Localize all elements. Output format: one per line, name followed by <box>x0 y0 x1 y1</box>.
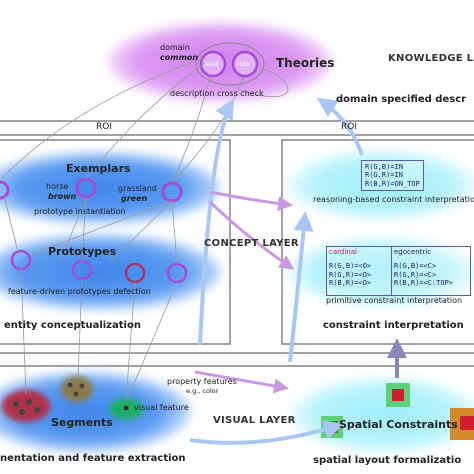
flow-arrows-blue <box>189 97 364 445</box>
egocentric-line-2: R(G,R)=<C> <box>394 270 437 279</box>
visual-feature-label: visual feature <box>134 403 189 412</box>
entity-conceptualization-label: entity conceptualization <box>4 320 141 331</box>
segment-red <box>2 390 50 422</box>
roi-band-bottom <box>0 352 474 367</box>
ride-label: ride <box>237 60 250 68</box>
brown-label: brown <box>48 192 77 201</box>
theory-group-outline <box>195 42 265 86</box>
reasoning-blob <box>287 150 474 220</box>
horse-label: horse <box>46 182 69 191</box>
spatial-blob <box>290 377 474 453</box>
concept-layer-label: CONCEPT LAYER <box>204 238 299 249</box>
property-features-label: property features <box>167 377 237 386</box>
reasoning-label: reasoning-based constraint interpretatio <box>313 195 474 204</box>
common-label: common <box>160 53 199 62</box>
theories-title: Theories <box>276 56 335 70</box>
egocentric-box: egocentric R(G,B)=<C> R(G,R)=<C> R(B,R)=… <box>391 246 471 296</box>
cardinal-title: cardinal <box>329 248 357 256</box>
egocentric-line-1: R(G,B)=<C> <box>394 262 437 271</box>
detection-label: feature-driven prototypes defection <box>8 287 151 296</box>
feature-extraction-label: nentation and feature extraction <box>0 453 186 464</box>
theories-blob <box>108 22 332 102</box>
cardinal-line-1: R(G,B)=<O> <box>329 262 372 271</box>
segment-brown <box>61 376 93 402</box>
cardinal-line-2: R(G,R)=<O> <box>329 270 372 279</box>
prototypes-blob <box>0 234 220 310</box>
roi-left-label: ROI <box>96 122 112 132</box>
spatial-constraints-title: Spatial Constraints <box>339 418 458 431</box>
visual-layer-label: VISUAL LAYER <box>213 415 296 426</box>
feed-label: feed <box>204 60 219 68</box>
roi-band-top <box>0 120 474 136</box>
exemplar-ring-partial <box>0 180 10 200</box>
instantiation-label: prototype instantiation <box>34 207 126 216</box>
cross-check-label: description cross check <box>170 89 264 98</box>
green-label: green <box>121 194 148 203</box>
eg-color-label: e.g., color <box>186 387 219 395</box>
exemplars-blob <box>0 152 220 224</box>
segments-title: Segments <box>51 416 113 429</box>
constraint-icon-2 <box>386 383 410 407</box>
reasoning-line-3: R(B,R)=ON_TOP <box>365 179 420 188</box>
reasoning-box: R(G,B)=IN R(G,R)=IN R(B,R)=ON_TOP <box>361 160 424 192</box>
flow-arrows-purple <box>194 190 295 394</box>
ride-circle <box>231 50 259 78</box>
egocentric-line-3: R(B,R)=<C:TOP> <box>394 279 454 288</box>
cardinal-box: cardinal R(G,B)=<O> R(G,R)=<O> R(B,R)=<O… <box>326 246 392 296</box>
constraint-icon-3 <box>450 408 474 440</box>
domain-desc-label: domain specified descr <box>336 94 467 105</box>
segment-brown-dots <box>67 382 85 397</box>
prototypes-title: Prototypes <box>48 245 117 258</box>
grassland-label: grassland <box>118 184 157 193</box>
egocentric-title: egocentric <box>394 248 432 256</box>
primitive-label: primitive constraint interpretation <box>326 296 463 305</box>
spatial-layout-label: spatial layout formalizatio <box>313 455 462 466</box>
concept-box-right <box>281 139 474 345</box>
reasoning-line-2: R(G,R)=IN <box>365 171 403 180</box>
segment-red-dots <box>13 399 40 415</box>
primitive-blob <box>287 237 474 307</box>
segment-green-dot <box>123 405 129 411</box>
segments-blob <box>0 372 190 452</box>
reasoning-line-1: R(G,B)=IN <box>365 163 403 171</box>
constraint-interpretation-label: constraint interpretation <box>323 320 464 331</box>
domain-label: domain <box>160 43 190 52</box>
exemplars-title: Exemplars <box>66 162 131 175</box>
feed-circle <box>199 50 227 78</box>
roi-right-label: ROI <box>341 122 357 132</box>
connector-lines <box>1 57 289 401</box>
concept-box-left <box>0 139 231 345</box>
knowledge-layer-label: KNOWLEDGE LA <box>388 53 474 64</box>
cardinal-line-3: R(B,R)=<O> <box>329 279 372 288</box>
